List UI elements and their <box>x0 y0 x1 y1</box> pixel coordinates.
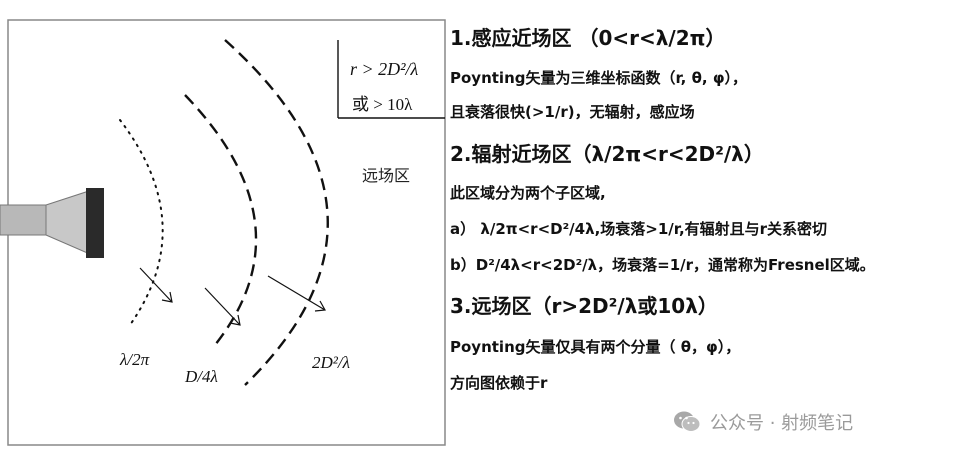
far-condition-2: 或 > 10λ <box>352 95 413 114</box>
text-line-1: Poynting矢量为三维坐标函数（r, θ, φ）， <box>450 69 748 87</box>
heading-induction-near-field: 1.感应近场区 （0<r<λ/2π） <box>450 26 726 50</box>
radius-arrow-2 <box>204 287 241 326</box>
label-2d2-lambda: 2D²/λ <box>312 353 350 372</box>
text-line-4: a） λ/2π<r<D²/4λ,场衰落>1/r,有辐射且与r关系密切 <box>450 220 828 238</box>
heading-far-field: 3.远场区（r>2D²/λ或10λ） <box>450 294 718 318</box>
label-d-4lambda: D/4λ <box>184 367 218 386</box>
text-line-2: 且衰落很快(>1/r)，无辐射，感应场 <box>450 103 695 121</box>
arc-2d2-lambda <box>224 39 329 386</box>
radius-arrow-3 <box>267 275 326 312</box>
arc-lambda-2pi <box>119 119 164 326</box>
text-line-5: b）D²/4λ<r<2D²/λ，场衰落=1/r，通常称为Fresnel区域。 <box>450 256 875 274</box>
watermark: 公众号 · 射频笔记 <box>672 409 853 435</box>
watermark-text: 公众号 · 射频笔记 <box>710 413 854 434</box>
text-line-3: 此区域分为两个子区域, <box>450 184 606 202</box>
far-zone-label: 远场区 <box>362 166 410 185</box>
text-line-7: 方向图依赖于r <box>450 374 548 392</box>
field-region-diagram: r > 2D²/λ 或 > 10λ 远场区 λ/2π D/4λ 2D²/λ <box>0 0 448 461</box>
wechat-icon <box>674 411 701 432</box>
text-line-6: Poynting矢量仅具有两个分量（ θ，φ）， <box>450 338 741 356</box>
far-condition-1: r > 2D²/λ <box>350 59 419 79</box>
heading-radiating-near-field: 2.辐射近场区（λ/2π<r<2D²/λ） <box>450 142 764 166</box>
label-lambda-2pi: λ/2π <box>119 350 150 369</box>
arc-d2-4lambda <box>184 94 258 346</box>
radius-arrow-1 <box>139 267 173 303</box>
horn-antenna-icon <box>0 188 104 258</box>
